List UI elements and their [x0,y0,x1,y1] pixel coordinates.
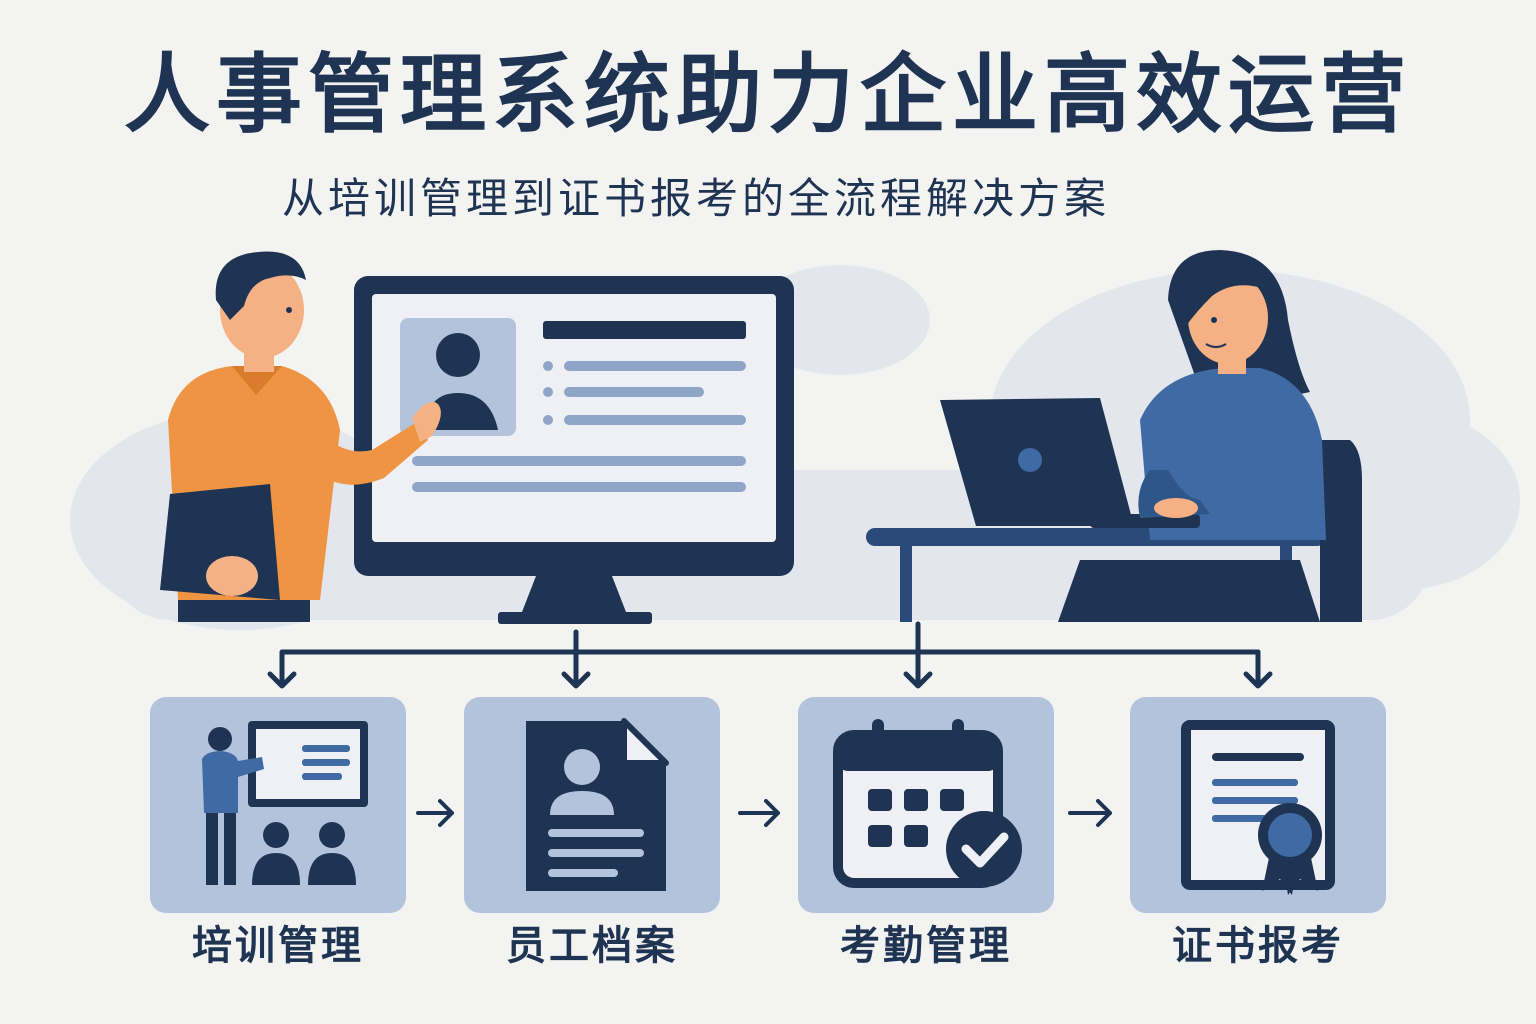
page-subtitle: 从培训管理到证书报考的全流程解决方案 [282,174,1111,223]
module-label-attendance: 考勤管理 [840,923,1012,969]
module-card-certificate[interactable] [1130,697,1386,913]
connector-lines [267,621,1273,689]
woman-laptop-illustration [940,250,1362,622]
module-label-training: 培训管理 [192,923,364,969]
flow-arrow-1 [416,799,454,827]
training-presentation-icon [202,721,368,885]
certificate-icon [1181,720,1335,895]
module-card-employee-file[interactable] [464,697,720,913]
flow-arrow-3 [1068,799,1112,827]
module-label-certificate: 证书报考 [1172,923,1344,969]
module-card-attendance[interactable] [798,697,1054,913]
module-card-training[interactable] [150,697,406,913]
module-label-employee-file: 员工档案 [506,923,678,969]
page-title: 人事管理系统助力企业高效运营 [124,45,1412,145]
employee-file-icon [526,718,669,891]
attendance-calendar-icon [833,719,1022,888]
flow-arrow-2 [738,799,780,827]
monitor-illustration [354,276,794,624]
man-presenter-illustration [160,251,441,622]
